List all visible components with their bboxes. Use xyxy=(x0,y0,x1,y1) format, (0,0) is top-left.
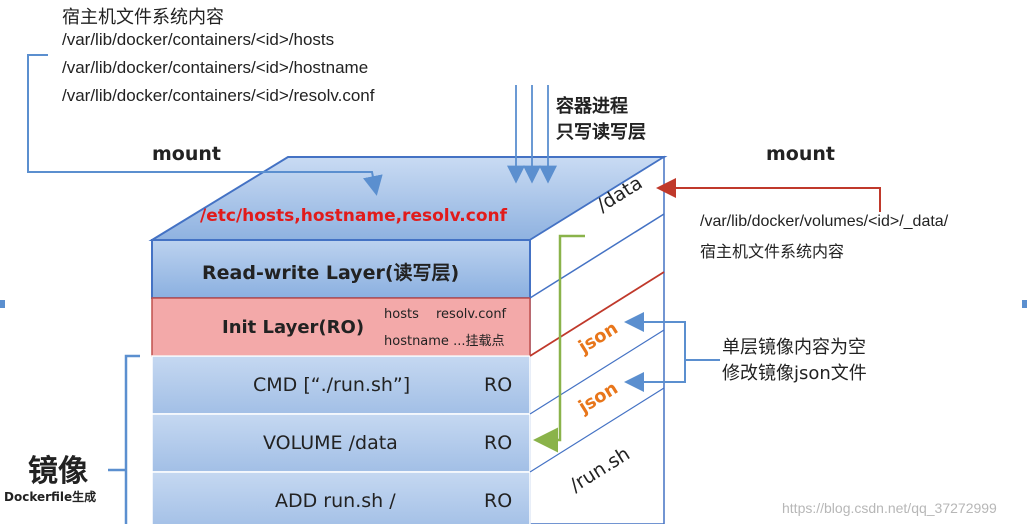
host-path-hostname: /var/lib/docker/containers/<id>/hostname xyxy=(62,58,369,77)
image-title: 镜像 xyxy=(28,454,88,489)
mount-label-left: mount xyxy=(152,143,221,165)
image-subtitle: Dockerfile生成 xyxy=(4,490,97,504)
volume-layer-box xyxy=(151,413,531,473)
cmd-layer-ro: RO xyxy=(484,374,513,396)
host-path-resolv: /var/lib/docker/containers/<id>/resolv.c… xyxy=(62,86,375,105)
mount-arrow-left xyxy=(27,54,383,196)
volume-path: /var/lib/docker/volumes/<id>/_data/ xyxy=(700,213,949,230)
rw-layer-label: Read-write Layer(读写层) xyxy=(202,262,460,284)
cmd-layer-label: CMD [“./run.sh”] xyxy=(253,374,411,396)
rw-layer-box xyxy=(151,239,531,299)
volume-layer-ro: RO xyxy=(484,432,513,454)
right-note-line2: 修改镜像json文件 xyxy=(722,363,867,384)
container-process-line2: 只写读写层 xyxy=(556,122,646,143)
init-note-resolv: resolv.conf xyxy=(436,307,507,322)
init-layer-label: Init Layer(RO) xyxy=(222,317,365,338)
right-note-line1: 单层镜像内容为空 xyxy=(722,337,866,358)
host-fs-title: 宿主机文件系统内容 xyxy=(62,7,224,28)
watermark: https://blog.csdn.net/qq_37272999 xyxy=(782,500,997,516)
json-arrow-1 xyxy=(624,312,720,361)
add-layer-label: ADD run.sh / xyxy=(275,490,396,512)
host-path-hosts: /var/lib/docker/containers/<id>/hosts xyxy=(62,30,335,49)
cmd-layer-box xyxy=(151,355,531,415)
add-layer-ro: RO xyxy=(484,490,513,512)
data-volume-arrow xyxy=(533,234,585,453)
container-process-line1: 容器进程 xyxy=(556,96,628,117)
init-note-hostname: hostname ...挂载点 xyxy=(384,334,505,349)
add-layer-box xyxy=(151,471,531,524)
init-note-hosts: hosts xyxy=(384,307,419,322)
mounted-files-label: /etc/hosts,hostname,resolv.conf xyxy=(200,206,508,226)
image-bracket xyxy=(124,354,140,524)
json-arrow-2 xyxy=(624,360,686,392)
mount-label-right: mount xyxy=(766,143,835,165)
volume-subtitle: 宿主机文件系统内容 xyxy=(700,242,845,261)
mount-arrow-right xyxy=(656,178,881,212)
volume-layer-label: VOLUME /data xyxy=(263,432,398,454)
